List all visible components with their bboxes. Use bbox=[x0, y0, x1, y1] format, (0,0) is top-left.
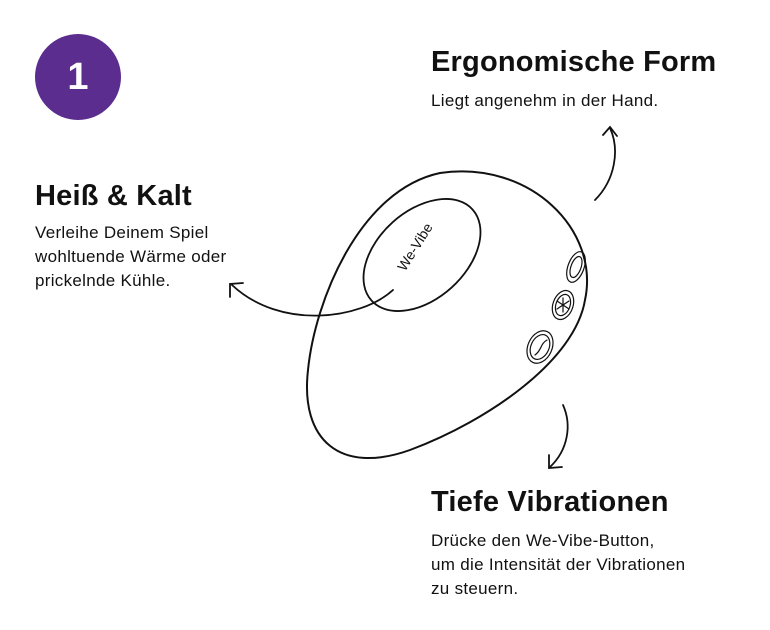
feature-desc-hot-cold: Verleihe Deinem Spiel wohltuende Wärme o… bbox=[35, 221, 227, 293]
button-icon-vibe bbox=[526, 330, 554, 364]
arrow-ergonomic bbox=[594, 125, 618, 201]
feature-title-ergonomic: Ergonomische Form bbox=[431, 46, 717, 78]
feature-title-vibrations: Tiefe Vibrationen bbox=[431, 486, 669, 518]
arrow-hot-cold bbox=[229, 282, 394, 317]
device-logo: We-Vibe bbox=[394, 220, 436, 274]
arrow-vibrations bbox=[548, 404, 569, 469]
top-pad-outline bbox=[362, 198, 482, 312]
feature-title-hot-cold: Heiß & Kalt bbox=[35, 180, 192, 212]
feature-desc-vibrations: Drücke den We-Vibe-Button, um die Intens… bbox=[431, 529, 685, 601]
desc-line: Drücke den We-Vibe-Button, bbox=[431, 531, 655, 550]
button-icon-snowflake bbox=[551, 289, 575, 321]
feature-desc-ergonomic: Liegt angenehm in der Hand. bbox=[431, 91, 659, 110]
button-icon-heat bbox=[566, 251, 586, 283]
step-number: 1 bbox=[67, 55, 89, 98]
desc-line: Verleihe Deinem Spiel bbox=[35, 223, 209, 242]
desc-line: um die Intensität der Vibrationen bbox=[431, 555, 686, 574]
desc-line: prickelnde Kühle. bbox=[35, 271, 171, 290]
desc-line: wohltuende Wärme oder bbox=[35, 247, 227, 266]
desc-line: zu steuern. bbox=[431, 579, 519, 598]
step-badge: 1 bbox=[35, 34, 121, 120]
device-outline bbox=[306, 170, 588, 459]
